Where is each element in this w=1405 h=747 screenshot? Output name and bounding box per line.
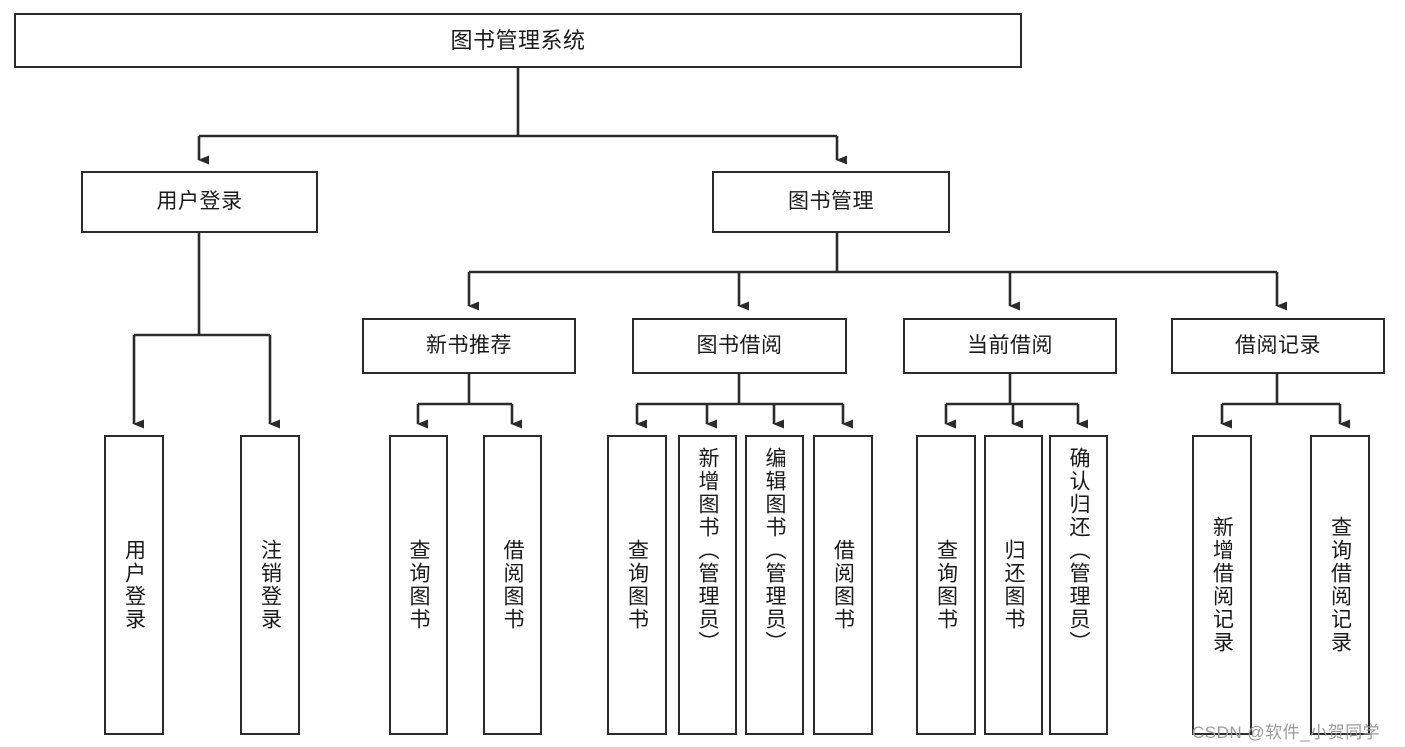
node-label: 查询借阅记录 — [1328, 516, 1352, 654]
csdn-watermark: CSDN @软件_小贺同学 — [1192, 723, 1381, 742]
node-label: 查询图书 — [625, 539, 649, 631]
node-leaf-add-book[interactable]: 新增图书（管理员） — [678, 435, 737, 735]
node-leaf-edit-book[interactable]: 编辑图书（管理员） — [745, 435, 804, 735]
node-label: 新增借阅记录 — [1210, 516, 1234, 654]
node-label: 查询图书 — [934, 539, 958, 631]
node-leaf-logout[interactable]: 注销登录 — [240, 435, 300, 735]
node-leaf-query-book-2[interactable]: 查询图书 — [607, 435, 667, 735]
node-label: 查询图书 — [407, 539, 430, 631]
node-current-borrow[interactable]: 当前借阅 — [903, 318, 1117, 374]
node-label: 用户登录 — [156, 189, 243, 213]
node-label: 图书管理 — [788, 189, 874, 213]
node-label: 图书借阅 — [696, 333, 783, 357]
node-label: 当前借阅 — [967, 333, 1053, 357]
node-label: 借阅记录 — [1235, 333, 1321, 357]
node-label: 用户登录 — [122, 539, 146, 631]
node-book-borrow[interactable]: 图书借阅 — [632, 318, 847, 374]
node-book-management-system[interactable]: 图书管理系统 — [14, 13, 1022, 68]
node-leaf-borrow-book-1[interactable]: 借阅图书 — [483, 435, 542, 735]
node-user-login[interactable]: 用户登录 — [81, 171, 318, 233]
node-label: 确认归还（管理员） — [1067, 447, 1090, 654]
node-label: 借阅图书 — [831, 539, 855, 631]
node-book-management[interactable]: 图书管理 — [712, 171, 950, 233]
node-label: 注销登录 — [258, 539, 282, 631]
node-label: 新书推荐 — [426, 333, 512, 357]
node-leaf-return-book[interactable]: 归还图书 — [984, 435, 1043, 735]
node-label: 新增图书（管理员） — [696, 447, 719, 654]
node-borrow-record[interactable]: 借阅记录 — [1171, 318, 1385, 374]
node-leaf-add-record[interactable]: 新增借阅记录 — [1192, 435, 1252, 735]
node-leaf-user-login[interactable]: 用户登录 — [104, 435, 164, 735]
node-leaf-query-book-1[interactable]: 查询图书 — [389, 435, 448, 735]
node-new-book-recommend[interactable]: 新书推荐 — [362, 318, 576, 374]
node-leaf-query-record[interactable]: 查询借阅记录 — [1310, 435, 1370, 735]
node-label: 图书管理系统 — [450, 27, 586, 53]
node-leaf-query-book-3[interactable]: 查询图书 — [916, 435, 976, 735]
node-label: 归还图书 — [1002, 539, 1025, 631]
node-label: 借阅图书 — [501, 539, 524, 631]
node-leaf-borrow-book-2[interactable]: 借阅图书 — [813, 435, 873, 735]
node-label: 编辑图书（管理员） — [763, 447, 786, 654]
node-leaf-confirm-return[interactable]: 确认归还（管理员） — [1049, 435, 1108, 735]
